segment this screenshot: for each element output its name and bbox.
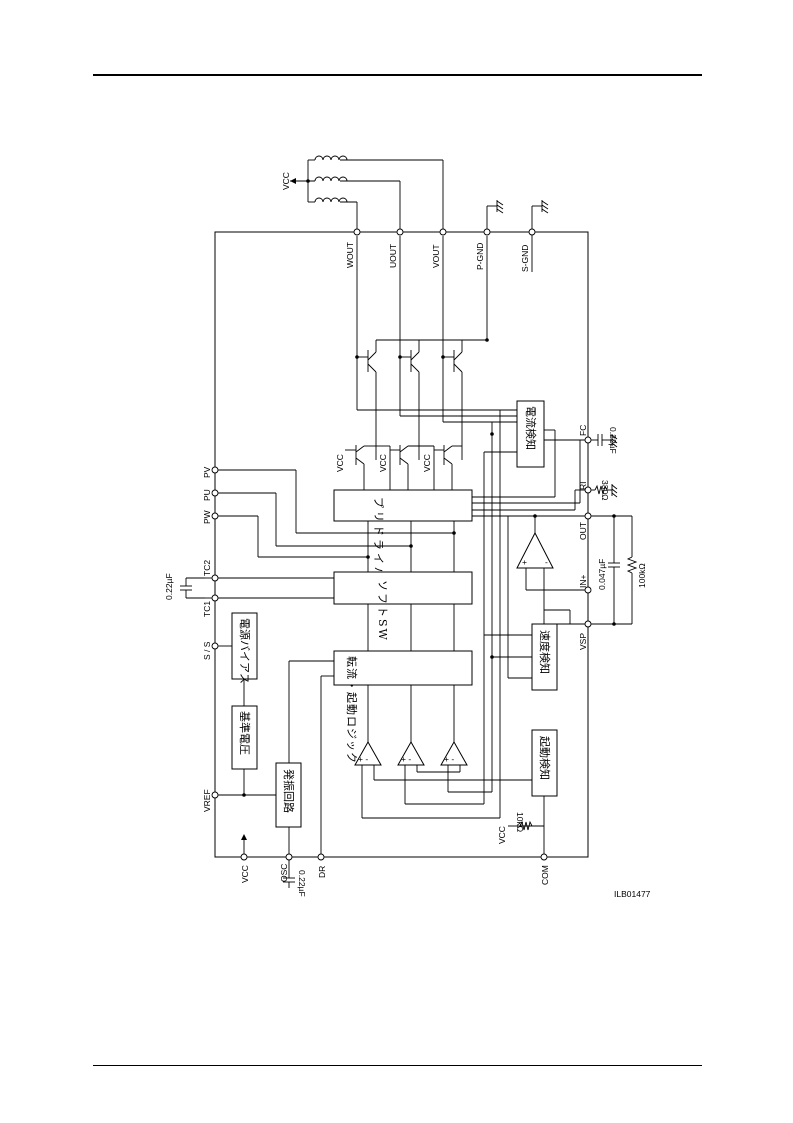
pin-fc: FC [578,425,588,436]
bottom-pins [241,834,295,888]
pin-ss: S / S [202,641,212,660]
tc-cap-value: 0.22µF [164,573,174,600]
current-detect-wiring [472,422,588,640]
pgnd-ground [486,200,504,232]
ref-voltage-label: 基準電圧 [238,711,252,755]
op-amp-wiring [472,514,588,624]
svg-text:+ -: + - [401,754,411,764]
pre-driver-label: プリドライバ [372,497,385,581]
pin-vcc: VCC [240,865,250,883]
vcc-label-2: VCC [378,454,388,472]
com-res-value: 10kΩ [515,812,525,832]
svg-text:-: - [545,557,548,567]
current-detect-label: 電流検知 [524,406,538,450]
pin-pv: PV [202,466,212,478]
speed-detect-wiring [484,516,588,679]
logic-wiring [288,660,334,854]
bias-wiring [218,645,290,854]
oscillator-label: 発振回路 [282,769,296,813]
vcc-label-3: VCC [422,454,432,472]
pin-dr: DR [317,866,327,878]
svg-text:+ -: + - [444,754,454,764]
vcc-com-label: VCC [497,826,507,844]
comparators: + - + - + - [354,410,532,819]
commutation-logic-block [333,650,473,686]
svg-text:+ -: + - [358,754,368,764]
current-detect-block [516,400,545,468]
diagram-id: ILB01477 [614,889,651,899]
soft-sw-block [333,571,473,605]
tc-wiring [180,577,334,599]
start-detect-wiring [508,796,545,854]
ri-resistor [591,484,618,498]
pin-pu: PU [202,489,212,501]
fc-capacitor [591,434,618,448]
oscillator-block [275,762,302,828]
pin-tc1: TC1 [202,601,212,617]
pin-osc: OSC [279,864,289,882]
pin-vref: VREF [202,789,212,812]
pin-tc2: TC2 [202,560,212,576]
start-detect-label: 起動検知 [538,736,552,780]
pin-in-plus: IN+ [578,575,588,589]
output-stage [345,236,517,490]
pre-driver-block [333,489,473,522]
in-rc-network [591,514,638,626]
ref-voltage-block [231,705,258,770]
pin-com: COM [540,865,550,885]
pin-vout: VOUT [431,244,441,268]
in-res-value: 100kΩ [637,563,647,588]
pin-sgnd: S-GND [520,245,530,272]
svg-text:+: + [522,557,527,567]
soft-sw-label: ソフトSW [376,580,389,642]
power-bias-block [231,612,258,680]
internal-buses [367,521,455,742]
power-bias-label: 電源バイアス [238,618,252,684]
pin-wout: WOUT [345,242,355,268]
sgnd-ground [531,200,549,272]
in-cap-value: 0.047µF [597,559,607,590]
pin-pgnd: P-GND [475,243,485,270]
bottom-rule [93,1065,702,1066]
top-rule [93,74,702,76]
pin-vsp: VSP [578,633,588,650]
external-motor-coils [290,155,444,232]
pin-ri: RI [578,482,588,491]
fc-cap-value: 0.22µF [608,427,618,454]
commutation-logic-label: 転流・起動ロジック [345,656,359,764]
osc-cap-value: 0.22µF [297,870,307,897]
start-detect-block [531,729,558,797]
op-amp [516,531,554,569]
ri-res-value: 330Ω [600,480,610,501]
speed-detect-label: 速度検知 [538,630,552,674]
pin-out: OUT [578,522,588,540]
vcc-coil-label: VCC [281,172,291,190]
pin-uout: UOUT [388,244,398,268]
vcc-label-1: VCC [335,454,345,472]
pin-pw: PW [202,510,212,524]
